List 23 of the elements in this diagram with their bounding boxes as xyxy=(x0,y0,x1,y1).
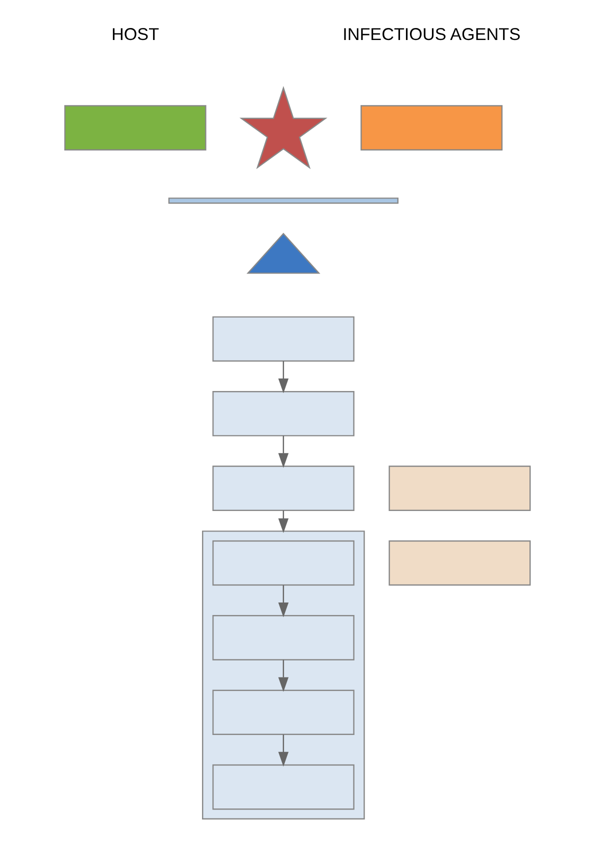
arrow xyxy=(278,436,289,468)
node-box xyxy=(212,690,354,736)
node-star xyxy=(239,86,328,170)
arrow xyxy=(278,361,289,394)
node-box xyxy=(360,105,503,150)
node-box xyxy=(212,540,354,586)
arrow xyxy=(278,734,289,767)
node-triangle xyxy=(246,232,320,274)
arrow xyxy=(278,585,289,618)
node-box xyxy=(64,105,206,150)
arrow xyxy=(278,660,289,692)
label: HOST xyxy=(112,24,160,44)
label: INFECTIOUS AGENTS xyxy=(342,24,521,44)
node-box xyxy=(212,391,354,436)
node-box xyxy=(212,615,354,660)
node-box xyxy=(212,466,354,511)
node-box xyxy=(212,316,354,362)
cluster xyxy=(202,530,365,820)
node-box xyxy=(388,466,531,511)
arrow xyxy=(278,510,289,534)
node-bar xyxy=(168,198,398,204)
node-box xyxy=(212,764,354,810)
node-box xyxy=(388,540,531,586)
